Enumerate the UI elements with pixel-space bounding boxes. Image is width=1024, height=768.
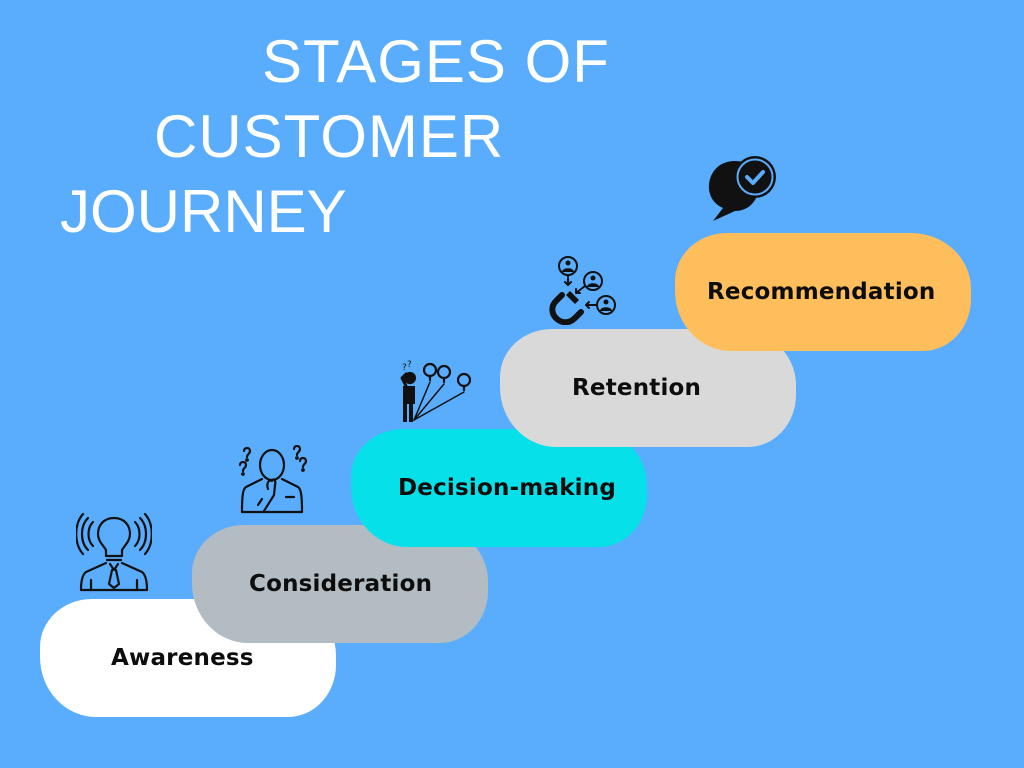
title-line-2: CUSTOMER xyxy=(154,103,505,170)
stage-label: Awareness xyxy=(111,645,254,671)
svg-text:?: ? xyxy=(402,363,407,373)
speech-bubble-checkmark-icon xyxy=(705,151,779,223)
stage-label: Decision-making xyxy=(398,475,617,501)
stage-decision-making: Decision-making xyxy=(351,429,647,547)
magnet-attracting-customers-icon xyxy=(548,255,620,325)
stage-recommendation: Recommendation xyxy=(675,233,971,351)
title-line-3: JOURNEY xyxy=(60,178,347,245)
thinking-person-question-marks-icon xyxy=(236,445,310,515)
title-line-1: STAGES OF xyxy=(262,28,610,95)
stage-label: Recommendation xyxy=(707,279,936,305)
lightbulb-head-person-icon xyxy=(76,510,152,594)
person-choosing-options-icon: ? ? xyxy=(398,358,472,424)
stage-label: Consideration xyxy=(249,571,433,597)
stage-awareness: Awareness xyxy=(40,599,336,717)
svg-text:?: ? xyxy=(407,360,412,370)
stage-label: Retention xyxy=(572,375,702,401)
